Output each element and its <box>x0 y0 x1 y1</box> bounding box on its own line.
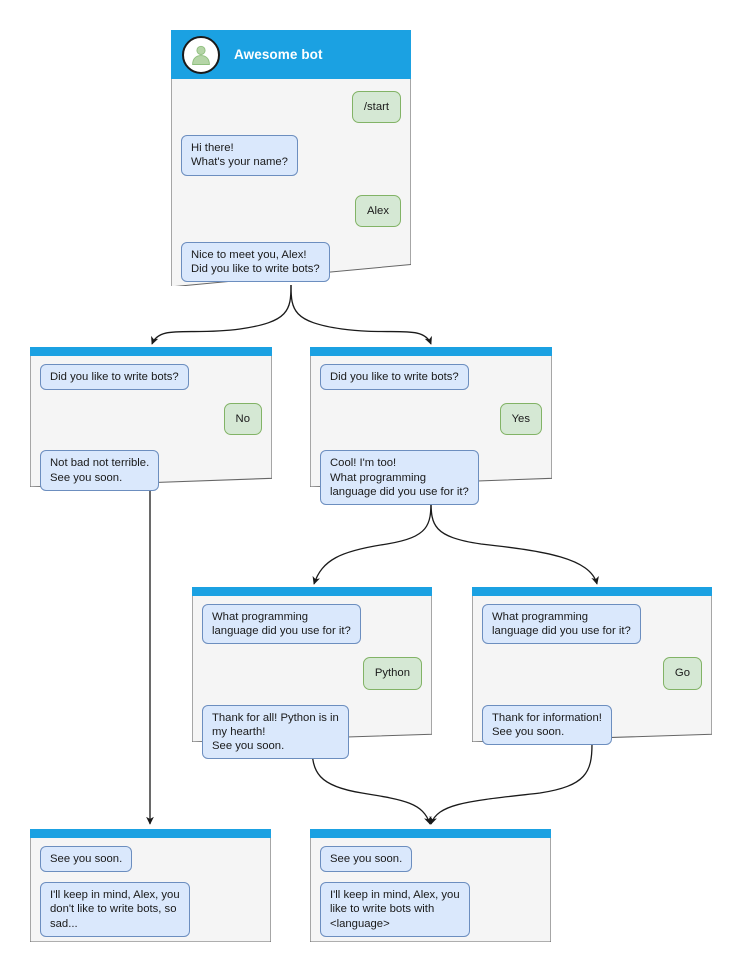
edge-root-to-no <box>151 284 292 345</box>
node-header-root: Awesome bot <box>171 30 411 79</box>
bot-message-bubble[interactable]: Not bad not terrible. See you soon. <box>40 450 160 491</box>
chat-node-branch-no[interactable]: Did you like to write bots? No Not bad n… <box>30 347 272 491</box>
chat-node-root[interactable]: Awesome bot /start Hi there! What's your… <box>171 30 411 286</box>
message-row: I'll keep in mind, Alex, you don't like … <box>40 882 261 937</box>
node-header-bar <box>30 829 271 838</box>
chat-area-branch-yes: Did you like to write bots? Yes Cool! I'… <box>310 356 552 515</box>
bot-message-bubble[interactable]: Thank for information! See you soon. <box>482 704 612 746</box>
message-row: Python <box>202 657 422 690</box>
message-row: See you soon. <box>40 846 261 873</box>
message-row: Not bad not terrible. See you soon. <box>40 450 262 491</box>
bot-message-bubble[interactable]: See you soon. <box>40 846 133 873</box>
chat-area-end-sad: See you soon. I'll keep in mind, Alex, y… <box>30 838 271 947</box>
chat-node-branch-yes[interactable]: Did you like to write bots? Yes Cool! I'… <box>310 347 552 506</box>
bot-message-bubble[interactable]: What programming language did you use fo… <box>202 604 361 645</box>
message-row: Did you like to write bots? <box>40 364 262 391</box>
message-row: Go <box>482 657 702 690</box>
bot-message-bubble[interactable]: Did you like to write bots? <box>320 364 469 391</box>
person-avatar-icon <box>182 35 220 74</box>
bot-name-label: Awesome bot <box>234 47 323 62</box>
bot-message-bubble[interactable]: What programming language did you use fo… <box>482 604 641 645</box>
message-row: Cool! I'm too! What programming language… <box>320 450 542 506</box>
chat-node-branch-python[interactable]: What programming language did you use fo… <box>192 587 432 760</box>
message-row: Did you like to write bots? <box>320 364 542 391</box>
bot-message-bubble[interactable]: Cool! I'm too! What programming language… <box>320 450 479 506</box>
message-row: Alex <box>181 194 401 227</box>
chat-area-branch-no: Did you like to write bots? No Not bad n… <box>30 356 272 501</box>
chat-area-end-happy: See you soon. I'll keep in mind, Alex, y… <box>310 838 551 947</box>
message-row: /start <box>181 91 401 124</box>
message-row: See you soon. <box>320 846 541 873</box>
message-row: No <box>40 403 262 436</box>
node-header-bar <box>310 347 552 356</box>
chat-node-end-happy[interactable]: See you soon. I'll keep in mind, Alex, y… <box>310 829 551 942</box>
message-row: Nice to meet you, Alex! Did you like to … <box>181 241 401 283</box>
node-header-bar <box>192 587 432 596</box>
node-header-bar <box>472 587 712 596</box>
node-header-bar <box>310 829 551 838</box>
user-message-bubble[interactable]: Alex <box>355 194 401 227</box>
message-row: What programming language did you use fo… <box>482 604 702 645</box>
edge-go-to-end-happy <box>429 743 593 825</box>
user-message-bubble[interactable]: /start <box>351 91 401 124</box>
bot-message-bubble[interactable]: Thank for all! Python is in my hearth! S… <box>202 704 349 760</box>
message-row: Hi there! What's your name? <box>181 135 401 176</box>
user-message-bubble[interactable]: Go <box>662 657 702 690</box>
bot-message-bubble[interactable]: Did you like to write bots? <box>40 364 189 391</box>
bot-message-bubble[interactable]: Nice to meet you, Alex! Did you like to … <box>181 241 330 283</box>
message-row: What programming language did you use fo… <box>202 604 422 645</box>
chat-area-branch-python: What programming language did you use fo… <box>192 596 432 769</box>
edge-root-to-yes <box>290 284 432 345</box>
user-message-bubble[interactable]: Python <box>362 657 422 690</box>
chat-node-branch-go[interactable]: What programming language did you use fo… <box>472 587 712 746</box>
chat-area-root: /start Hi there! What's your name? Alex … <box>171 79 411 292</box>
bot-message-bubble[interactable]: I'll keep in mind, Alex, you don't like … <box>40 882 190 937</box>
message-row: I'll keep in mind, Alex, you like to wri… <box>320 882 541 937</box>
chat-node-end-sad[interactable]: See you soon. I'll keep in mind, Alex, y… <box>30 829 271 942</box>
chat-area-branch-go: What programming language did you use fo… <box>472 596 712 755</box>
bot-message-bubble[interactable]: See you soon. <box>320 846 413 873</box>
user-message-bubble[interactable]: Yes <box>499 403 542 436</box>
bot-message-bubble[interactable]: Hi there! What's your name? <box>181 135 298 176</box>
message-row: Thank for all! Python is in my hearth! S… <box>202 704 422 760</box>
message-row: Yes <box>320 403 542 436</box>
message-row: Thank for information! See you soon. <box>482 704 702 746</box>
node-header-bar <box>30 347 272 356</box>
bot-message-bubble[interactable]: I'll keep in mind, Alex, you like to wri… <box>320 882 470 937</box>
user-message-bubble[interactable]: No <box>223 403 262 436</box>
